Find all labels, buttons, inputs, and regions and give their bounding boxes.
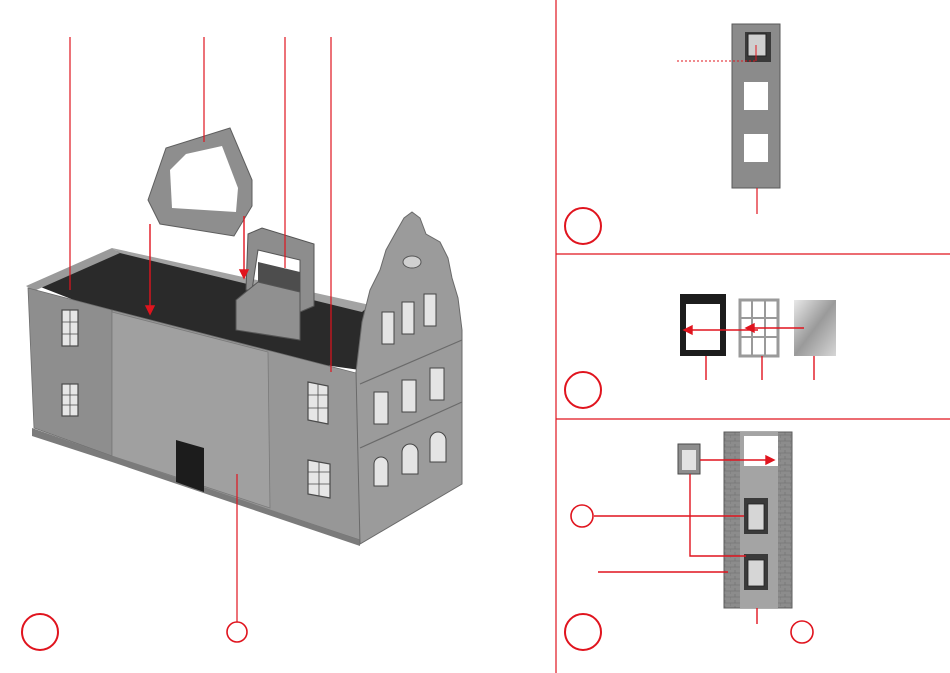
- panel3-sub-circle-b: [791, 621, 813, 643]
- panel-wall-windows: [565, 432, 813, 650]
- panel1-step-circle: [565, 208, 601, 244]
- panel3-sub-circle-a: [571, 505, 593, 527]
- panel2-step-circle: [565, 372, 601, 408]
- panel-window-layers: [565, 294, 836, 408]
- panel3-step-circle: [565, 614, 601, 650]
- loose-window-part: [678, 444, 700, 474]
- floating-gable-frame: [148, 128, 252, 236]
- main-building-model: [22, 37, 462, 650]
- gable-end-wall: [356, 212, 462, 544]
- main-detail-circle: [227, 622, 247, 642]
- panel-window-insert: [565, 24, 780, 244]
- main-step-circle: [22, 614, 58, 650]
